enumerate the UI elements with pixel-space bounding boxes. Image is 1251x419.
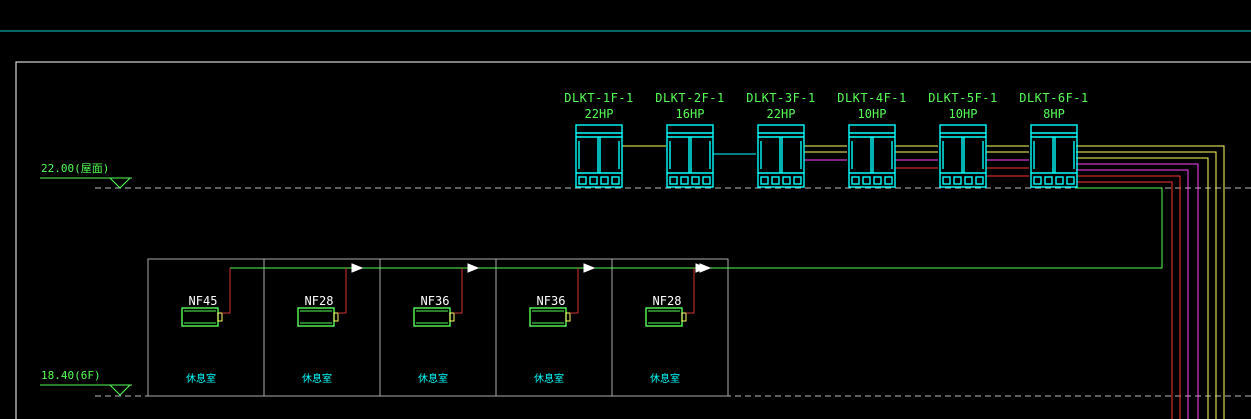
room-label: 休息室 bbox=[650, 374, 680, 385]
outdoor-unit-icon bbox=[848, 124, 896, 188]
room-label: 休息室 bbox=[418, 374, 448, 385]
indoor-unit-model: NF28 bbox=[304, 294, 334, 308]
fan-coil-icon bbox=[529, 307, 571, 327]
outdoor-unit-icon bbox=[939, 124, 987, 188]
branch-pipe bbox=[570, 268, 579, 314]
fan-coil-icon bbox=[413, 307, 455, 327]
outdoor-unit-icon bbox=[1030, 124, 1078, 188]
outdoor-unit-capacity: 22HP bbox=[766, 107, 796, 121]
fan-coil-icon bbox=[645, 307, 687, 327]
outdoor-unit-name: DLKT-1F-1 bbox=[564, 91, 634, 105]
outdoor-unit-name: DLKT-4F-1 bbox=[837, 91, 907, 105]
flow-arrow-icon bbox=[467, 263, 480, 273]
indoor-units-layer bbox=[181, 263, 712, 327]
outdoor-unit-name: DLKT-5F-1 bbox=[928, 91, 998, 105]
flow-arrow-icon bbox=[351, 263, 364, 273]
outdoor-unit-name: DLKT-2F-1 bbox=[655, 91, 725, 105]
indoor-unit-model: NF28 bbox=[652, 294, 682, 308]
branch-pipe bbox=[338, 268, 347, 314]
outdoor-unit-name: DLKT-6F-1 bbox=[1019, 91, 1089, 105]
room-label: 休息室 bbox=[186, 374, 216, 385]
branch-pipe bbox=[686, 268, 695, 314]
outdoor-unit-icon bbox=[666, 124, 714, 188]
roof-level-label: 22.00(屋面) bbox=[41, 162, 110, 175]
indoor-unit-model: NF36 bbox=[420, 294, 450, 308]
room-label: 休息室 bbox=[302, 374, 332, 385]
branch-pipe bbox=[454, 268, 463, 314]
outdoor-unit-capacity: 22HP bbox=[584, 107, 614, 121]
outdoor-units-layer bbox=[575, 124, 1078, 188]
rooms-frame bbox=[147, 258, 729, 397]
branch-pipe bbox=[222, 268, 231, 314]
room-label: 休息室 bbox=[534, 374, 564, 385]
flow-arrow-icon bbox=[695, 263, 708, 273]
outdoor-unit-capacity: 10HP bbox=[948, 107, 978, 121]
flow-arrow-icon bbox=[583, 263, 596, 273]
fan-coil-icon bbox=[181, 307, 223, 327]
indoor-unit-model: NF45 bbox=[188, 294, 218, 308]
outdoor-interconnect-pipes bbox=[622, 145, 1029, 177]
outdoor-unit-icon bbox=[757, 124, 805, 188]
outdoor-unit-capacity: 8HP bbox=[1043, 107, 1065, 121]
outdoor-unit-icon bbox=[575, 124, 623, 188]
outdoor-unit-capacity: 16HP bbox=[675, 107, 705, 121]
outdoor-unit-capacity: 10HP bbox=[857, 107, 887, 121]
outdoor-unit-name: DLKT-3F-1 bbox=[746, 91, 816, 105]
indoor-unit-model: NF36 bbox=[536, 294, 566, 308]
drawing-frame bbox=[15, 61, 1251, 419]
fan-coil-icon bbox=[297, 307, 339, 327]
floor6-level-label: 18.40(6F) bbox=[41, 369, 101, 382]
roof-level-marker-icon bbox=[40, 177, 132, 189]
floor6-level-marker-icon bbox=[40, 384, 132, 396]
